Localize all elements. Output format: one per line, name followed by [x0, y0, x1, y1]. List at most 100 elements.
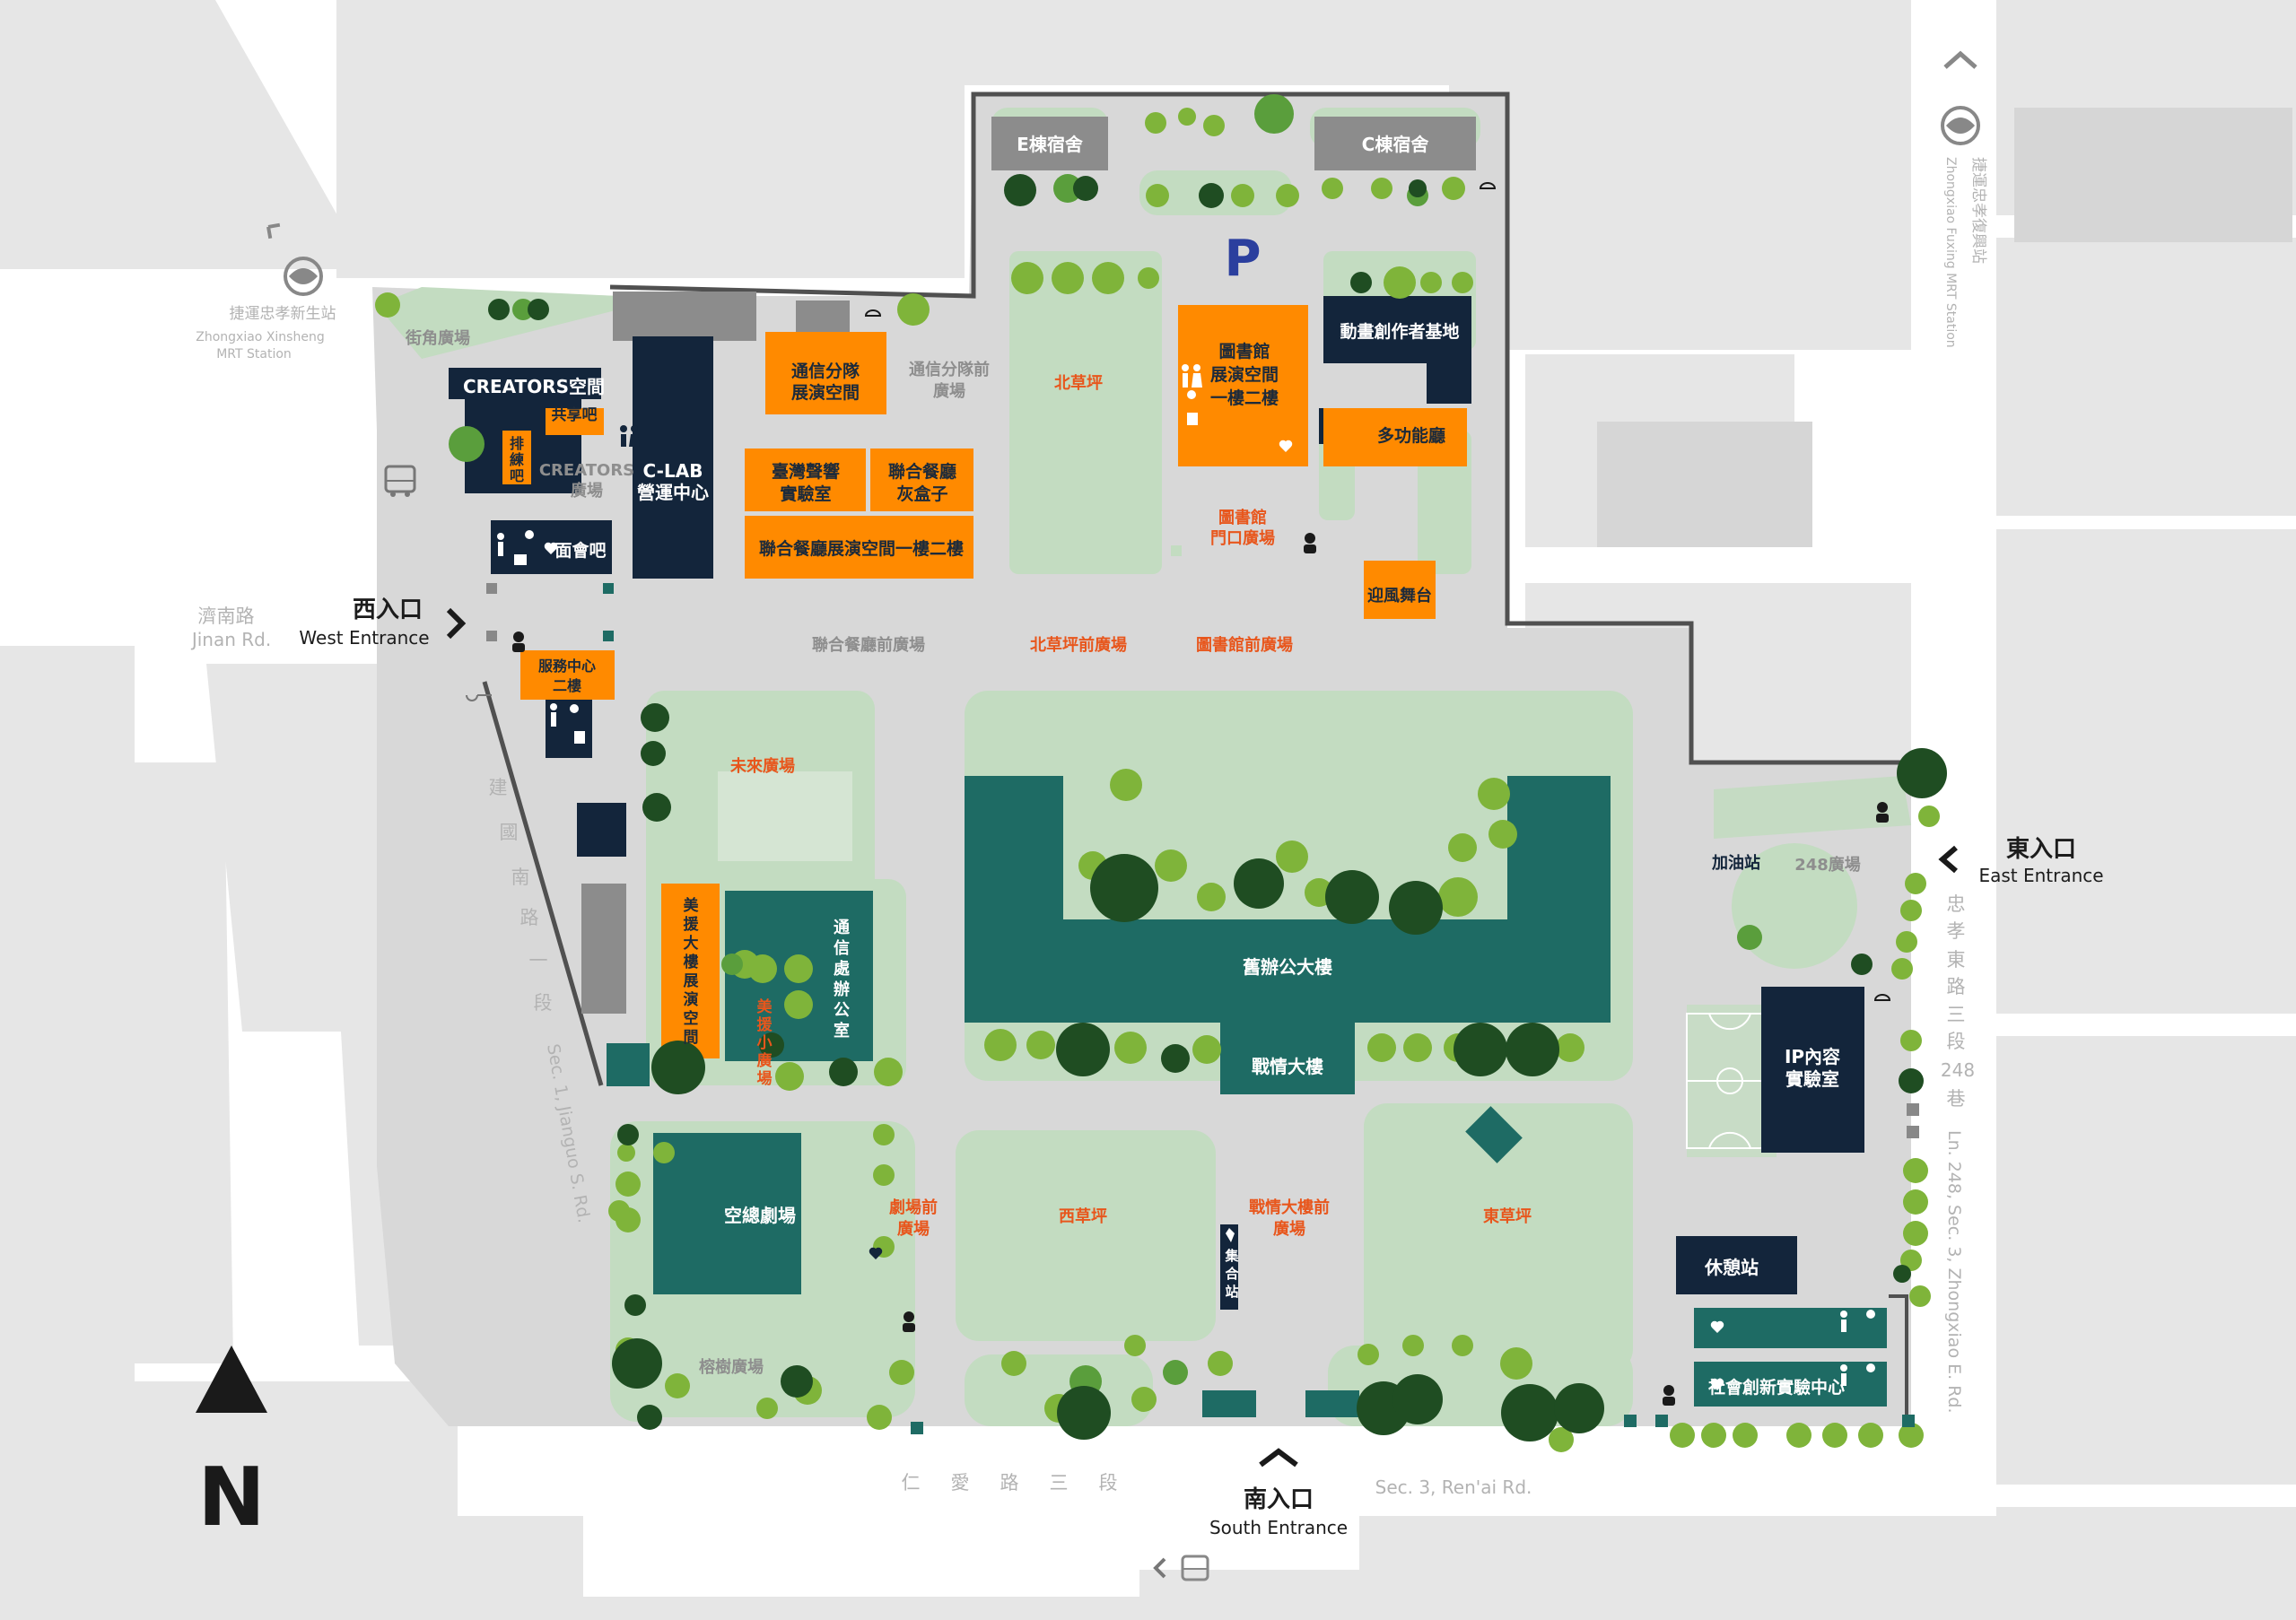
ubike-icon	[466, 694, 492, 701]
creators-plaza-label-2: 廣場	[571, 481, 603, 501]
service-label-1: 服務中心	[538, 658, 596, 675]
campus-wall	[609, 91, 1911, 765]
library-gate-label-1: 圖書館	[1218, 508, 1267, 527]
clab-label-2: 營運中心	[637, 482, 709, 503]
svg-text:路: 路	[1000, 1472, 1019, 1494]
library-label-1: 圖書館	[1218, 341, 1270, 361]
jinan-en: Jinan Rd.	[190, 629, 271, 650]
gray-structures	[581, 117, 1476, 1014]
clab-label-1: C-LAB	[643, 460, 703, 482]
war-front-label-1: 戰情大樓前	[1249, 1198, 1330, 1217]
svg-text:東: 東	[1947, 949, 1966, 971]
bus-icon	[384, 465, 416, 497]
basketball-court	[1686, 1013, 1773, 1149]
mrt-east-zh: 捷運忠孝復興站	[1969, 157, 1987, 264]
jinan-zh: 濟南路	[198, 605, 255, 627]
mrt-west-en-1: Zhongxiao Xinsheng	[196, 330, 324, 344]
south-entrance-zh: 南入口	[1244, 1486, 1314, 1513]
telecom-exh-label-2: 展演空間	[791, 382, 860, 403]
svg-text:一: 一	[529, 950, 548, 971]
svg-text:合: 合	[1224, 1266, 1239, 1282]
svg-text:段: 段	[534, 992, 553, 1014]
west-lawn-label: 西草坪	[1059, 1206, 1107, 1226]
air-theater-label: 空總劇場	[724, 1205, 796, 1226]
cafe-icon	[514, 554, 527, 565]
campus-wall-se	[1889, 1294, 1908, 1426]
plaza-248-label: 248廣場	[1794, 855, 1861, 875]
chevron-left-icon[interactable]	[1153, 1557, 1166, 1579]
svg-text:大: 大	[684, 934, 699, 953]
entrance-east[interactable]: 東入口 East Entrance	[1938, 836, 2104, 886]
c-dorm-label: C棟宿舍	[1362, 134, 1430, 155]
svg-text:愛: 愛	[951, 1472, 970, 1494]
share-bar-label: 共享吧	[552, 405, 598, 424]
svg-text:廣: 廣	[757, 1051, 773, 1070]
north-label: N	[197, 1450, 265, 1545]
accessible-icon	[525, 390, 1875, 1372]
east-entrance-en: East Entrance	[1978, 865, 2103, 886]
guard-icon	[512, 533, 1889, 1406]
entrance-west[interactable]: 西入口 West Entrance	[299, 597, 467, 649]
entrance-south[interactable]: 南入口 South Entrance	[1209, 1448, 1348, 1538]
meiyuan-small-label: 美 援 小 廣 場	[757, 997, 773, 1088]
telecom-front-label-1: 通信分隊前	[909, 360, 990, 379]
chevron-right-icon	[446, 607, 467, 640]
east-lawn-label: 東草坪	[1483, 1206, 1532, 1226]
future-plaza-label: 未來廣場	[730, 756, 795, 776]
jianguo-zh: 建 國 南 路 一 段	[489, 777, 553, 1014]
svg-text:信: 信	[834, 938, 850, 958]
svg-text:段: 段	[1099, 1472, 1118, 1494]
telecom-front-label-2: 廣場	[933, 381, 965, 401]
trees	[375, 94, 1947, 1452]
rest-station-label: 休憩站	[1704, 1257, 1759, 1278]
svg-text:美: 美	[757, 997, 773, 1016]
joint-box-label-2: 灰盒子	[896, 483, 947, 504]
rehearsal-label-3: 吧	[510, 467, 524, 484]
service-label-2: 二樓	[553, 677, 581, 694]
svg-text:仁: 仁	[902, 1472, 921, 1494]
svg-text:樓: 樓	[684, 953, 699, 971]
navy-buildings	[449, 296, 1864, 1310]
svg-text:空: 空	[684, 1009, 699, 1028]
chevron-up-icon	[1259, 1448, 1298, 1468]
svg-text:處: 處	[834, 960, 850, 979]
library-gate-label-2: 門口廣場	[1210, 528, 1275, 548]
svg-text:巷: 巷	[1947, 1088, 1966, 1110]
renai-en: Sec. 3, Ren'ai Rd.	[1375, 1476, 1532, 1498]
west-entrance-zh: 西入口	[353, 597, 423, 623]
creators-plaza-label-1: CREATORS	[539, 461, 634, 480]
creators-space-label: CREATORS空間	[463, 376, 605, 397]
mrt-east-en: Zhongxiao Fuxing MRT Station	[1943, 157, 1958, 348]
svg-text:集: 集	[1224, 1248, 1239, 1264]
renai-zh: 仁 愛 路 三 段	[902, 1472, 1118, 1494]
welcome-stage-label: 迎風舞台	[1367, 586, 1432, 605]
taiwan-sound-label-1: 臺灣聲響	[772, 461, 840, 482]
corner-plaza-label: 街角廣場	[405, 328, 470, 348]
svg-text:248: 248	[1941, 1059, 1975, 1081]
old-office-label: 舊辦公大樓	[1243, 956, 1332, 978]
campus-wall-west	[482, 681, 604, 1086]
building-labels: E棟宿舍 C棟宿舍 P CREATORS空間 共享吧 排 練 吧 面會吧 C-L…	[463, 134, 1845, 1398]
mrt-west-zh: 捷運忠孝新生站	[230, 305, 336, 323]
social-lab-label: 社會創新實驗中心	[1707, 1377, 1845, 1398]
city-block-lighter	[1597, 108, 2292, 547]
west-entrance-en: West Entrance	[299, 627, 429, 649]
telecom-office-label: 通 信 處 辦 公 室	[834, 919, 850, 1041]
meeting-bar-label: 面會吧	[554, 540, 606, 561]
svg-text:演: 演	[684, 990, 699, 1009]
zhongxiao-zh: 忠 孝 東 路 三 段 248 巷	[1941, 893, 1975, 1110]
svg-text:站: 站	[1225, 1284, 1238, 1300]
svg-text:辦: 辦	[834, 980, 850, 999]
svg-text:路: 路	[1947, 976, 1966, 997]
library-front-label: 圖書館前廣場	[1196, 635, 1293, 655]
library-label-2: 展演空間	[1210, 364, 1279, 385]
svg-text:建: 建	[489, 777, 508, 798]
rehearsal-label-1: 排	[510, 435, 524, 452]
svg-text:段: 段	[1947, 1031, 1966, 1052]
rehearsal-label-2: 練	[510, 451, 524, 468]
multi-hall-label: 多功能廳	[1377, 425, 1445, 446]
theater-front-label-2: 廣場	[897, 1219, 930, 1239]
mrt-west-en-2: MRT Station	[216, 347, 292, 361]
war-room-label: 戰情大樓	[1252, 1056, 1323, 1077]
